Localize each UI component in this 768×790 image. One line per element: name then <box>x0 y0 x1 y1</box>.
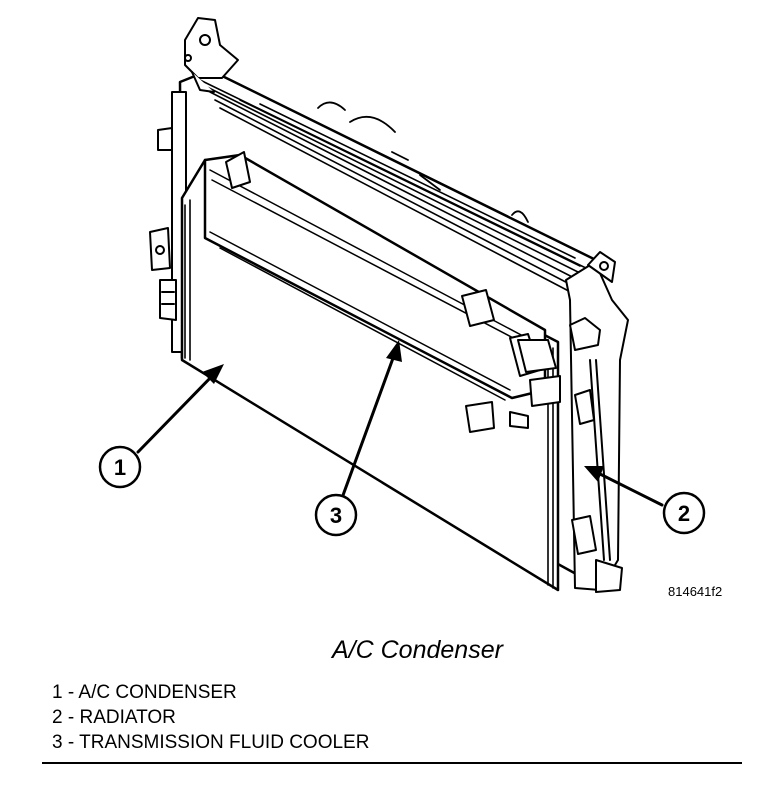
callout-number-3: 3 <box>330 503 342 528</box>
figure-id: 814641f2 <box>668 584 723 599</box>
parts-legend: 1 - A/C CONDENSER 2 - RADIATOR 3 - TRANS… <box>52 680 369 755</box>
callout-circles <box>98 445 706 537</box>
legend-text: RADIATOR <box>79 707 176 728</box>
figure-caption: A/C Condenser <box>332 636 503 664</box>
cooler-detail-lines <box>209 169 541 401</box>
right-side-tank <box>565 251 629 593</box>
legend-number: 1 <box>52 682 63 703</box>
condenser-assembly-illustration: 1 3 2 <box>98 17 706 593</box>
left-side-tank <box>149 91 187 353</box>
upper-left-bracket <box>184 17 239 93</box>
legend-item: 2 - RADIATOR <box>52 707 176 728</box>
cooler-fittings <box>225 151 561 433</box>
legend-number: 2 <box>52 707 63 728</box>
fan-shroud-edge <box>317 101 529 223</box>
legend-item: 1 - A/C CONDENSER <box>52 682 237 703</box>
callout-leaders <box>136 348 664 507</box>
callout-number-1: 1 <box>114 455 126 480</box>
legend-text: TRANSMISSION FLUID COOLER <box>79 732 370 753</box>
radiator-top-tank <box>199 79 591 299</box>
legend-item: 3 - TRANSMISSION FLUID COOLER <box>52 732 370 753</box>
footer-divider <box>42 762 742 764</box>
legend-number: 3 <box>52 732 63 753</box>
legend-text: A/C CONDENSER <box>78 682 237 703</box>
callout-arrowheads <box>202 340 604 482</box>
callout-number-2: 2 <box>678 501 690 526</box>
